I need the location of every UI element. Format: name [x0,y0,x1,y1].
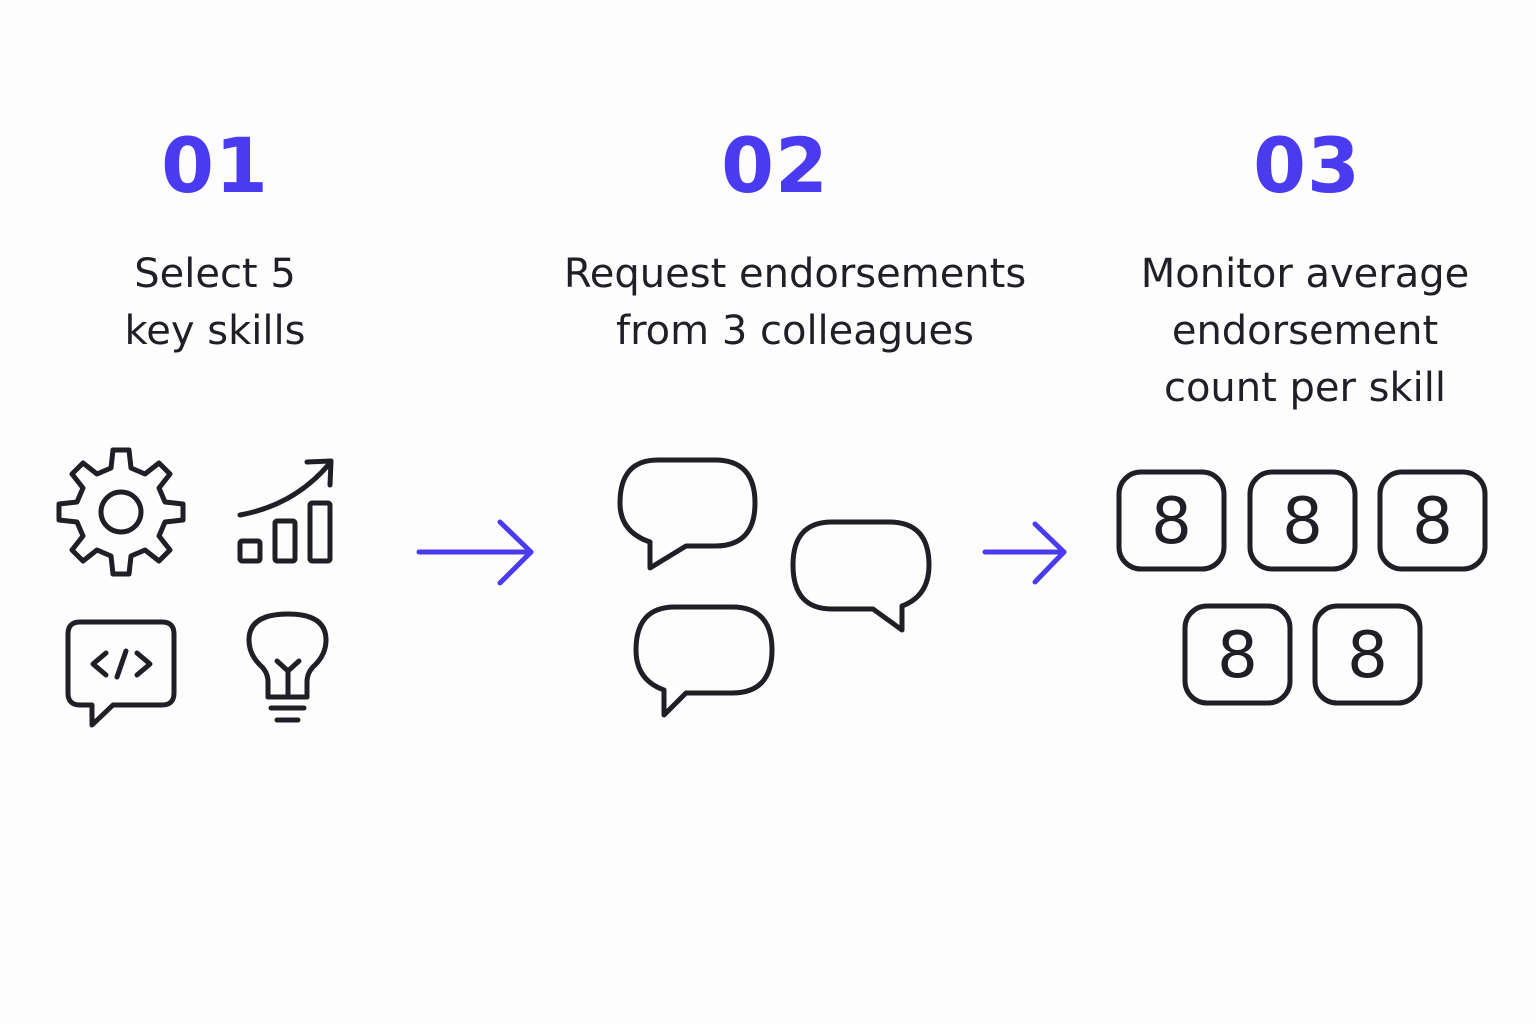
step-2-description: Request endorsements from 3 colleagues [520,246,1070,360]
code-chat-icon [65,619,177,728]
step-3-line-3: count per skill [1163,365,1447,411]
endorsement-counter: 8 [1116,469,1227,572]
step-2-line-2: from 3 colleagues [616,308,974,354]
speech-bubble-icon [633,604,775,718]
step-1-description: Select 5 key skills [65,246,365,360]
step-1-number: 01 [161,121,269,210]
speech-bubble-icon [790,519,932,633]
counter-value: 8 [1282,485,1323,559]
step-3-description: Monitor average endorsement count per sk… [1110,246,1500,417]
step-3-line-1: Monitor average [1140,251,1470,297]
step-3-number: 03 [1253,121,1361,210]
arrow-right-icon [982,521,1067,585]
endorsement-counter: 8 [1247,469,1358,572]
counter-value: 8 [1412,485,1453,559]
counter-value: 8 [1347,619,1388,693]
endorsement-counter: 8 [1182,603,1293,706]
counter-value: 8 [1151,485,1192,559]
endorsement-counter: 8 [1312,603,1423,706]
step-1-line-2: key skills [124,308,306,354]
counter-value: 8 [1217,619,1258,693]
step-1-line-1: Select 5 [134,251,296,297]
gear-icon [56,447,186,577]
step-2-number: 02 [721,121,829,210]
step-3-line-2: endorsement [1171,308,1439,354]
lightbulb-icon [246,611,329,723]
speech-bubble-icon [617,457,758,571]
arrow-right-icon [416,519,534,586]
growth-chart-icon [237,458,334,564]
endorsement-counter: 8 [1377,469,1488,572]
step-2-line-1: Request endorsements [563,251,1027,297]
